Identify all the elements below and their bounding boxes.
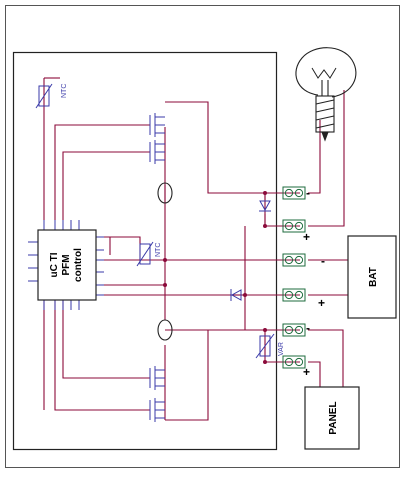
ntc-thermistor-top — [35, 83, 53, 109]
battery-block — [347, 235, 397, 319]
terminal-bat-minus — [282, 253, 306, 267]
terminal-panel-minus — [282, 323, 306, 337]
controller-label-line3: control — [73, 248, 84, 282]
bat-plus-sign: + — [318, 296, 325, 310]
ntc-top-label: NTC — [61, 84, 68, 98]
terminal-panel-plus — [282, 355, 306, 369]
mosfet-q4 — [149, 398, 165, 422]
panel-plus-sign: + — [303, 365, 310, 379]
lamp-plus-sign: + — [303, 230, 310, 244]
terminal-lamp-plus — [282, 219, 306, 233]
lamp-icon — [295, 47, 357, 142]
controller-label-line1: uC TI — [49, 252, 60, 277]
controller-pins — [28, 220, 104, 310]
outer-frame — [5, 5, 400, 468]
lamp-minus-sign: - — [306, 186, 310, 200]
controller-ic — [37, 229, 97, 301]
bat-minus-sign: - — [321, 254, 325, 268]
board-outline — [12, 51, 278, 451]
ntc-thermistor-mid — [136, 241, 154, 267]
diode-mid — [230, 289, 242, 301]
current-sensor-bottom — [157, 319, 173, 341]
panel-minus-sign: - — [306, 321, 310, 335]
panel-label: PANEL — [328, 401, 339, 434]
varistor — [255, 333, 275, 359]
varistor-label: VAR — [278, 342, 285, 356]
controller-label-line2: PFM — [61, 254, 72, 275]
battery-label: BAT — [368, 267, 379, 287]
mosfet-q1 — [149, 113, 165, 137]
diode-top — [259, 200, 271, 212]
current-sensor-top — [157, 182, 173, 204]
mosfet-q2 — [149, 140, 165, 164]
junctions — [163, 191, 267, 364]
ntc-mid-label: NTC — [155, 243, 162, 257]
terminal-lamp-minus — [282, 186, 306, 200]
mosfet-q3 — [149, 366, 165, 390]
terminal-bat-plus — [282, 288, 306, 302]
panel-block — [304, 386, 360, 450]
